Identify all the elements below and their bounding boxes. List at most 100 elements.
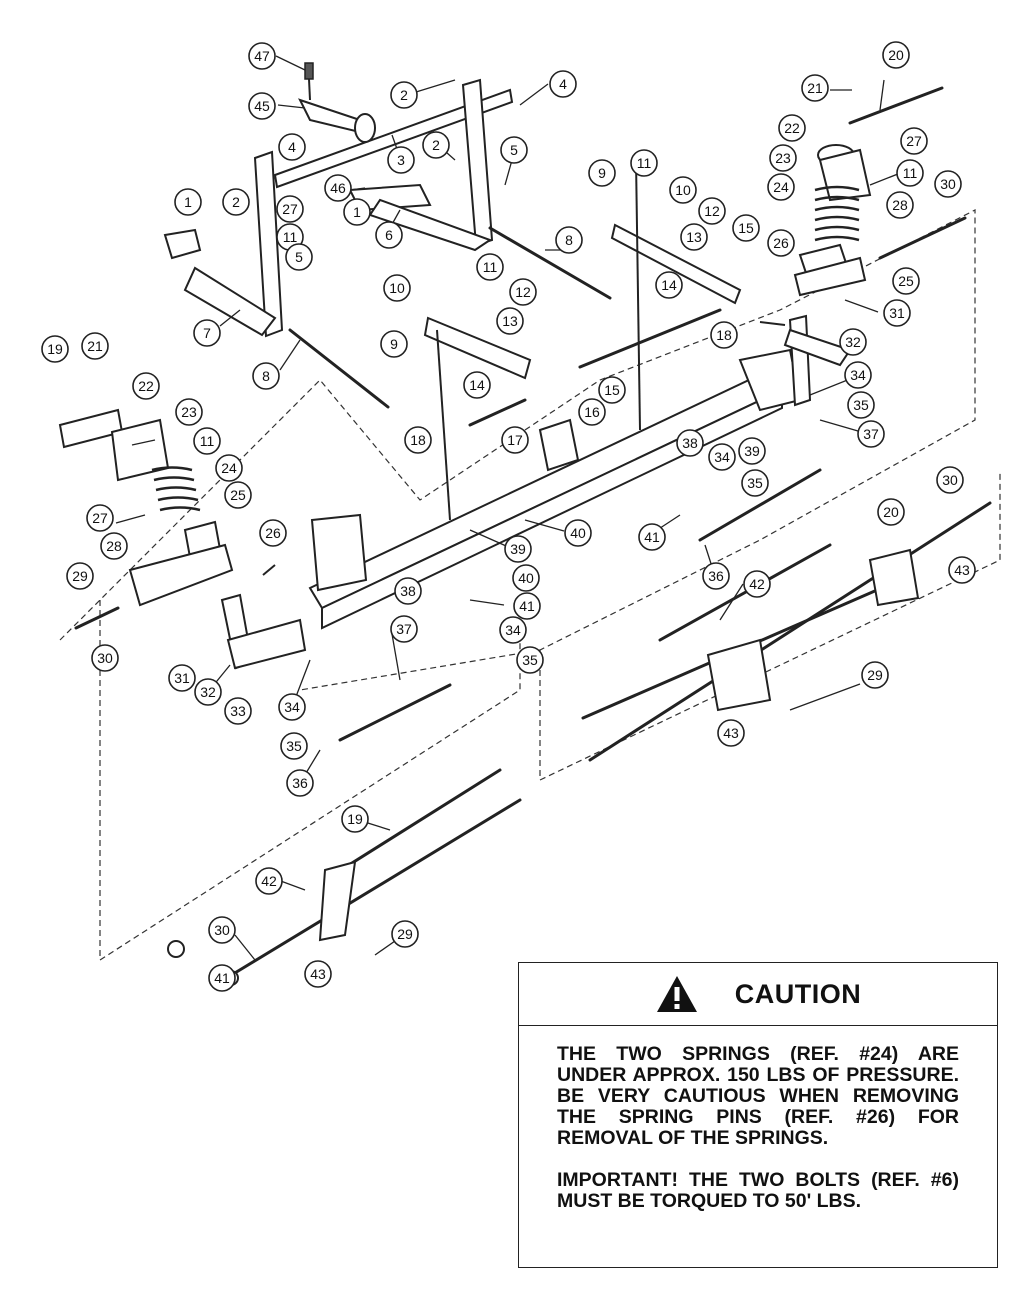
callout-10: 10	[383, 274, 411, 302]
caution-notice: CAUTION THE TWO SPRINGS (REF. #24) ARE U…	[518, 962, 998, 1268]
svg-text:30: 30	[942, 472, 958, 488]
bracket-32-right	[738, 314, 852, 412]
svg-text:28: 28	[892, 197, 908, 213]
svg-text:35: 35	[853, 397, 869, 413]
callout-14: 14	[463, 371, 491, 399]
callout-30: 30	[934, 170, 962, 198]
svg-text:5: 5	[510, 142, 518, 158]
assembly-outline-lower-right	[539, 470, 1001, 781]
svg-text:32: 32	[845, 334, 861, 350]
callout-25: 25	[892, 267, 920, 295]
callout-8: 8	[252, 362, 280, 390]
callout-2: 2	[222, 188, 250, 216]
callout-4: 4	[549, 70, 577, 98]
svg-text:8: 8	[565, 232, 573, 248]
svg-text:27: 27	[906, 133, 922, 149]
callout-2: 2	[422, 131, 450, 159]
callout-35: 35	[516, 646, 544, 674]
pin-26-left	[262, 564, 276, 576]
svg-text:22: 22	[138, 378, 154, 394]
rod-20-right	[848, 86, 944, 125]
callout-22: 22	[132, 372, 160, 400]
rod-30-upper-right	[878, 216, 967, 260]
svg-text:30: 30	[214, 922, 230, 938]
svg-text:1: 1	[184, 194, 192, 210]
frame-7	[163, 150, 284, 338]
svg-text:30: 30	[97, 650, 113, 666]
svg-text:20: 20	[888, 47, 904, 63]
svg-text:2: 2	[400, 87, 408, 103]
callout-42: 42	[743, 570, 771, 598]
svg-text:39: 39	[744, 443, 760, 459]
callout-30: 30	[91, 644, 119, 672]
callout-12: 12	[698, 197, 726, 225]
callout-2: 2	[390, 81, 418, 109]
svg-text:6: 6	[385, 227, 393, 243]
svg-text:23: 23	[181, 404, 197, 420]
pin-26-right	[759, 321, 786, 326]
callout-40: 40	[512, 564, 540, 592]
svg-text:11: 11	[483, 259, 498, 275]
svg-text:43: 43	[954, 562, 970, 578]
svg-text:12: 12	[515, 284, 531, 300]
callout-27: 27	[276, 195, 304, 223]
bracket-42-right	[706, 548, 920, 712]
callout-47: 47	[248, 42, 276, 70]
svg-text:36: 36	[708, 568, 724, 584]
callout-32: 32	[194, 678, 222, 706]
callout-1: 1	[174, 188, 202, 216]
callout-32: 32	[839, 328, 867, 356]
caution-body: THE TWO SPRINGS (REF. #24) ARE UNDER APP…	[519, 1026, 997, 1212]
svg-text:14: 14	[661, 277, 677, 293]
svg-text:11: 11	[283, 229, 298, 245]
svg-text:31: 31	[889, 305, 905, 321]
callout-38: 38	[676, 429, 704, 457]
callout-33: 33	[224, 697, 252, 725]
callout-4: 4	[278, 133, 306, 161]
callout-13: 13	[496, 307, 524, 335]
svg-text:19: 19	[347, 811, 363, 827]
svg-text:10: 10	[675, 182, 691, 198]
callout-25: 25	[224, 481, 252, 509]
callout-23: 23	[769, 144, 797, 172]
bolt-47	[304, 62, 314, 80]
bolt-8-upper	[488, 226, 612, 300]
svg-text:22: 22	[784, 120, 800, 136]
callout-29: 29	[861, 661, 889, 689]
svg-text:47: 47	[254, 48, 270, 64]
svg-text:17: 17	[507, 432, 523, 448]
svg-text:41: 41	[519, 598, 535, 614]
svg-text:21: 21	[87, 338, 103, 354]
svg-text:4: 4	[559, 76, 567, 92]
caution-spring-warning: THE TWO SPRINGS (REF. #24) ARE UNDER APP…	[557, 1043, 959, 1149]
callout-30: 30	[208, 916, 236, 944]
svg-text:43: 43	[310, 966, 326, 982]
svg-text:26: 26	[265, 525, 281, 541]
callout-35: 35	[741, 469, 769, 497]
svg-text:24: 24	[773, 179, 789, 195]
svg-text:29: 29	[867, 667, 883, 683]
svg-text:41: 41	[644, 529, 660, 545]
svg-text:34: 34	[850, 367, 866, 383]
svg-text:34: 34	[505, 622, 521, 638]
svg-text:2: 2	[432, 137, 440, 153]
callout-15: 15	[732, 214, 760, 242]
svg-text:34: 34	[284, 699, 300, 715]
callout-34: 34	[844, 361, 872, 389]
bar-42-right	[658, 543, 832, 642]
callout-18: 18	[710, 321, 738, 349]
callout-39: 39	[504, 535, 532, 563]
callout-40: 40	[564, 519, 592, 547]
bracket-42-left	[318, 860, 357, 942]
svg-text:37: 37	[396, 621, 412, 637]
svg-text:15: 15	[604, 382, 620, 398]
callout-34: 34	[499, 616, 527, 644]
rod-30-left	[74, 606, 120, 630]
callout-37: 37	[857, 420, 885, 448]
callout-22: 22	[778, 114, 806, 142]
callout-10: 10	[669, 176, 697, 204]
callout-20: 20	[877, 498, 905, 526]
svg-text:11: 11	[637, 155, 652, 171]
spring-assembly-right	[793, 144, 872, 297]
